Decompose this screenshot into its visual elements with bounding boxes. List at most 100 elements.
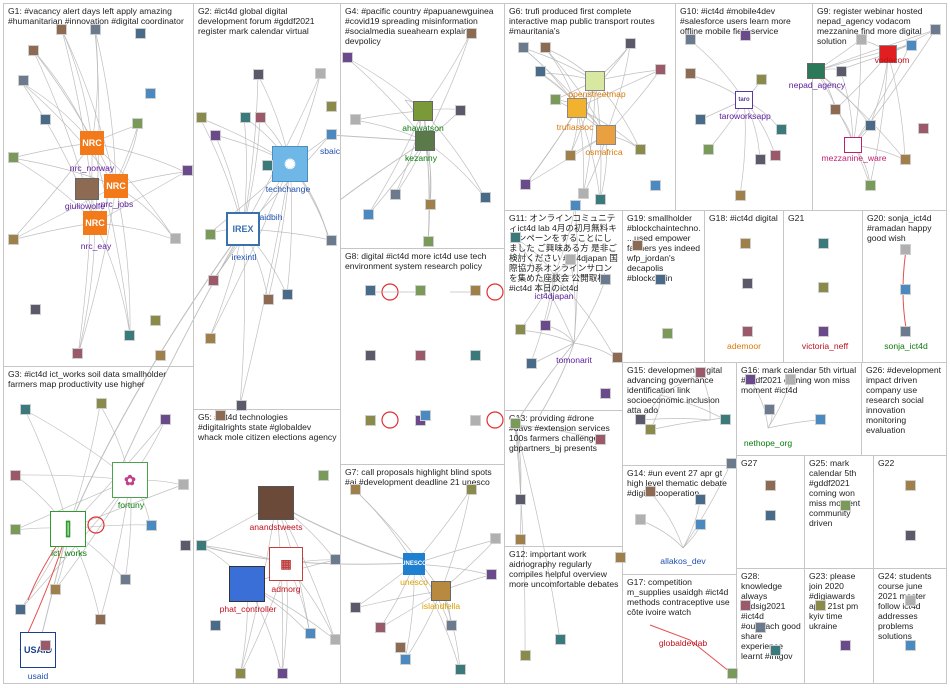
profile-thumbnail-icon[interactable] (518, 42, 529, 53)
profile-thumbnail-icon[interactable] (282, 289, 293, 300)
profile-thumbnail-icon[interactable] (470, 350, 481, 361)
profile-thumbnail-icon[interactable] (905, 530, 916, 541)
profile-thumbnail-icon[interactable] (742, 326, 753, 337)
profile-thumbnail-icon[interactable] (662, 328, 673, 339)
profile-thumbnail-icon[interactable] (395, 642, 406, 653)
profile-thumbnail-icon[interactable] (415, 285, 426, 296)
trufiassoc-logo-node[interactable] (567, 98, 587, 118)
profile-thumbnail-icon[interactable] (124, 330, 135, 341)
profile-thumbnail-icon[interactable] (470, 285, 481, 296)
profile-thumbnail-icon[interactable] (645, 424, 656, 435)
profile-thumbnail-icon[interactable] (740, 238, 751, 249)
profile-thumbnail-icon[interactable] (90, 24, 101, 35)
profile-thumbnail-icon[interactable] (315, 68, 326, 79)
nrc-logo-node[interactable]: NRC (80, 131, 104, 155)
profile-thumbnail-icon[interactable] (565, 254, 576, 265)
profile-thumbnail-icon[interactable] (740, 30, 751, 41)
profile-thumbnail-icon[interactable] (18, 75, 29, 86)
profile-thumbnail-icon[interactable] (155, 350, 166, 361)
nrc-logo-node[interactable]: NRC (104, 174, 128, 198)
profile-thumbnail-icon[interactable] (695, 494, 706, 505)
profile-thumbnail-icon[interactable] (210, 620, 221, 631)
mezzanine-ware-logo-node[interactable] (844, 137, 862, 153)
profile-thumbnail-icon[interactable] (400, 654, 411, 665)
profile-thumbnail-icon[interactable] (8, 152, 19, 163)
profile-thumbnail-icon[interactable] (132, 118, 143, 129)
profile-thumbnail-icon[interactable] (905, 480, 916, 491)
profile-thumbnail-icon[interactable] (740, 600, 751, 611)
profile-thumbnail-icon[interactable] (815, 414, 826, 425)
profile-thumbnail-icon[interactable] (756, 74, 767, 85)
profile-thumbnail-icon[interactable] (255, 112, 266, 123)
profile-thumbnail-icon[interactable] (745, 374, 756, 385)
profile-thumbnail-icon[interactable] (20, 404, 31, 415)
profile-thumbnail-icon[interactable] (420, 410, 431, 421)
profile-thumbnail-icon[interactable] (515, 324, 526, 335)
profile-thumbnail-icon[interactable] (56, 24, 67, 35)
profile-thumbnail-icon[interactable] (326, 235, 337, 246)
profile-thumbnail-icon[interactable] (726, 458, 737, 469)
profile-thumbnail-icon[interactable] (612, 352, 623, 363)
profile-thumbnail-icon[interactable] (365, 285, 376, 296)
profile-thumbnail-icon[interactable] (742, 278, 753, 289)
profile-thumbnail-icon[interactable] (510, 232, 521, 243)
profile-thumbnail-icon[interactable] (818, 282, 829, 293)
openstreetmap-logo-node[interactable] (585, 71, 605, 91)
profile-thumbnail-icon[interactable] (455, 664, 466, 675)
profile-thumbnail-icon[interactable] (615, 552, 626, 563)
ahawatson-avatar[interactable] (413, 101, 433, 121)
profile-thumbnail-icon[interactable] (526, 358, 537, 369)
profile-thumbnail-icon[interactable] (900, 154, 911, 165)
profile-thumbnail-icon[interactable] (480, 192, 491, 203)
profile-thumbnail-icon[interactable] (145, 88, 156, 99)
profile-thumbnail-icon[interactable] (645, 486, 656, 497)
profile-thumbnail-icon[interactable] (390, 189, 401, 200)
profile-thumbnail-icon[interactable] (263, 294, 274, 305)
profile-thumbnail-icon[interactable] (900, 284, 911, 295)
profile-thumbnail-icon[interactable] (578, 188, 589, 199)
profile-thumbnail-icon[interactable] (10, 524, 21, 535)
profile-thumbnail-icon[interactable] (135, 28, 146, 39)
profile-thumbnail-icon[interactable] (330, 554, 341, 565)
islandfella-avatar[interactable] (431, 581, 451, 601)
profile-thumbnail-icon[interactable] (205, 333, 216, 344)
nepad-agency-logo-node[interactable] (807, 63, 825, 79)
profile-thumbnail-icon[interactable] (470, 415, 481, 426)
profile-thumbnail-icon[interactable] (930, 24, 941, 35)
profile-thumbnail-icon[interactable] (262, 160, 273, 171)
profile-thumbnail-icon[interactable] (555, 634, 566, 645)
profile-thumbnail-icon[interactable] (425, 199, 436, 210)
profile-thumbnail-icon[interactable] (727, 668, 738, 679)
profile-thumbnail-icon[interactable] (685, 68, 696, 79)
profile-thumbnail-icon[interactable] (906, 40, 917, 51)
profile-thumbnail-icon[interactable] (205, 229, 216, 240)
profile-thumbnail-icon[interactable] (455, 105, 466, 116)
profile-thumbnail-icon[interactable] (625, 38, 636, 49)
profile-thumbnail-icon[interactable] (900, 326, 911, 337)
profile-thumbnail-icon[interactable] (770, 150, 781, 161)
profile-thumbnail-icon[interactable] (632, 240, 643, 251)
profile-thumbnail-icon[interactable] (836, 66, 847, 77)
profile-thumbnail-icon[interactable] (180, 540, 191, 551)
profile-thumbnail-icon[interactable] (350, 602, 361, 613)
profile-thumbnail-icon[interactable] (253, 69, 264, 80)
profile-thumbnail-icon[interactable] (635, 514, 646, 525)
fortuny-logo-node[interactable]: ✿ (112, 462, 148, 498)
ict-works-logo-node[interactable]: ⫿ (50, 511, 86, 547)
profile-thumbnail-icon[interactable] (215, 410, 226, 421)
profile-thumbnail-icon[interactable] (178, 479, 189, 490)
profile-thumbnail-icon[interactable] (765, 510, 776, 521)
profile-thumbnail-icon[interactable] (146, 520, 157, 531)
profile-thumbnail-icon[interactable] (415, 350, 426, 361)
profile-thumbnail-icon[interactable] (182, 165, 193, 176)
profile-thumbnail-icon[interactable] (350, 114, 361, 125)
profile-thumbnail-icon[interactable] (655, 274, 666, 285)
taroworksapp-logo-node[interactable]: taro (735, 91, 753, 109)
profile-thumbnail-icon[interactable] (318, 470, 329, 481)
profile-thumbnail-icon[interactable] (95, 614, 106, 625)
profile-thumbnail-icon[interactable] (703, 144, 714, 155)
giuliowolfe-avatar[interactable] (75, 178, 99, 200)
kezanny-avatar[interactable] (415, 131, 435, 151)
profile-thumbnail-icon[interactable] (515, 494, 526, 505)
profile-thumbnail-icon[interactable] (326, 101, 337, 112)
